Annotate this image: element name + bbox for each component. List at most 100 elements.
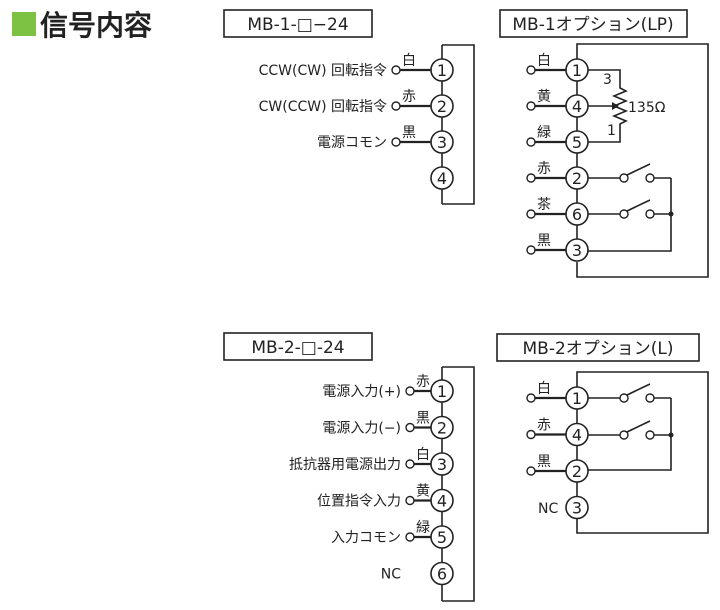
wire-color-label: 黒: [537, 454, 551, 470]
signal-label: NC: [381, 567, 401, 583]
resistor-value: 135Ω: [628, 100, 666, 116]
pin-number-icon: [565, 130, 589, 154]
pin-number-icon: [565, 94, 589, 118]
switch4-contact-a: [619, 430, 629, 440]
signal-label: 抵抗器用電源出力: [289, 457, 401, 473]
terminal-icon: [526, 429, 536, 440]
pin-number-icon: [430, 452, 454, 476]
pin-number-icon: [430, 488, 454, 513]
wire-color-label: 白: [537, 381, 551, 397]
switch1-contact-a: [619, 173, 629, 183]
pin-number: 3: [572, 499, 582, 518]
mb1-connector-housing: [442, 44, 475, 205]
switch4-contact-b: [645, 430, 655, 440]
wire-color-label: 白: [537, 53, 551, 69]
pin-number-icon: [430, 94, 454, 118]
pin-number: 2: [437, 97, 447, 116]
wire-color-label: 黒: [402, 125, 416, 141]
mb2-connector-housing: [442, 366, 475, 602]
terminal-icon: [526, 101, 536, 111]
pin-number-icon: [565, 238, 589, 262]
pin-number: 3: [437, 455, 447, 474]
mb1-option-housing: [576, 43, 709, 278]
terminal-icon: [391, 137, 401, 147]
pin-number: 5: [572, 133, 582, 152]
pin-number-icon: [565, 422, 589, 447]
switch-common-line: [588, 178, 672, 252]
junction-dot: [668, 211, 674, 217]
page-title: 信号内容: [40, 9, 152, 42]
pin-number-icon: [430, 166, 454, 190]
switch-common-line-2: [588, 398, 672, 471]
switch3-contact-b: [645, 393, 655, 403]
switch2-contact-a: [619, 209, 629, 219]
mb2-option-label: MB-2オプション(L): [522, 339, 673, 359]
pin-number: 2: [437, 419, 447, 438]
terminal-icon: [391, 65, 401, 75]
wire-color-label: 赤: [416, 374, 430, 390]
pin-number-icon: [565, 495, 589, 520]
pin-number: 2: [572, 169, 582, 188]
signal-label: CCW(CW) 回転指令: [259, 63, 387, 79]
pin-number: 1: [437, 61, 447, 80]
pin-row-1: 白 CCW(CW) 回転指令 1: [259, 53, 454, 82]
wire-color-label: 赤: [402, 89, 416, 105]
signal-label: 電源入力(−): [322, 421, 401, 437]
switch4-blade: [626, 420, 651, 433]
pin-number: 2: [572, 462, 582, 481]
mb2-option-label-box: [496, 333, 700, 362]
terminal-icon: [526, 466, 536, 476]
switch3-contact-a: [619, 393, 629, 403]
pin-number: 4: [437, 492, 447, 511]
pin-number: 1: [572, 389, 582, 408]
signal-label: 位置指令入力: [317, 494, 401, 510]
terminal-icon: [526, 245, 536, 255]
pin-number-icon: [430, 525, 454, 549]
signal-label: 電源入力(+): [322, 384, 401, 400]
pin-number: 3: [572, 241, 582, 260]
wire-color-label: 白: [402, 53, 416, 69]
terminal-icon: [405, 386, 415, 396]
terminal-icon: [526, 137, 536, 147]
terminal-icon: [526, 65, 536, 75]
wire-color-label: 白: [416, 447, 430, 463]
junction-dot-2: [668, 432, 674, 438]
terminal-icon: [405, 422, 415, 433]
pin-number-icon: [565, 386, 589, 410]
switch3-blade: [626, 383, 651, 396]
pin-number: 4: [572, 426, 582, 445]
terminal-icon: [405, 532, 415, 542]
terminal-icon: [391, 101, 401, 111]
pin-number-icon: [565, 166, 589, 190]
signal-label: 電源コモン: [317, 135, 387, 151]
pin-number-icon: [430, 379, 454, 403]
pin-number: 5: [437, 528, 447, 547]
pin-number-icon: [430, 58, 454, 82]
wire-color-label: 茶: [537, 197, 551, 213]
wire-color-label: 緑: [416, 520, 430, 536]
wire-color-label: 黄: [537, 88, 551, 105]
pin-number: 1: [437, 382, 447, 401]
pin-number-icon: [430, 130, 454, 154]
pin-number-icon: [430, 415, 454, 440]
switch1-contact-b: [645, 173, 655, 183]
switch2-contact-b: [645, 209, 655, 219]
wire-color-label: 黄: [416, 483, 430, 500]
